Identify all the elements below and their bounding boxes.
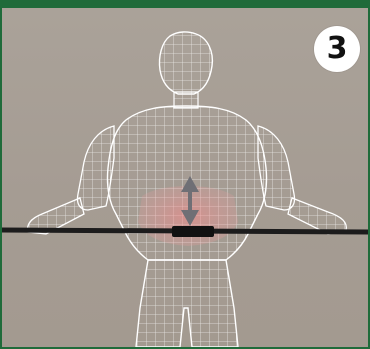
step-number-badge: 3 [314, 26, 360, 72]
wireframe-figure-illustration [2, 8, 368, 347]
step-number: 3 [327, 34, 348, 64]
